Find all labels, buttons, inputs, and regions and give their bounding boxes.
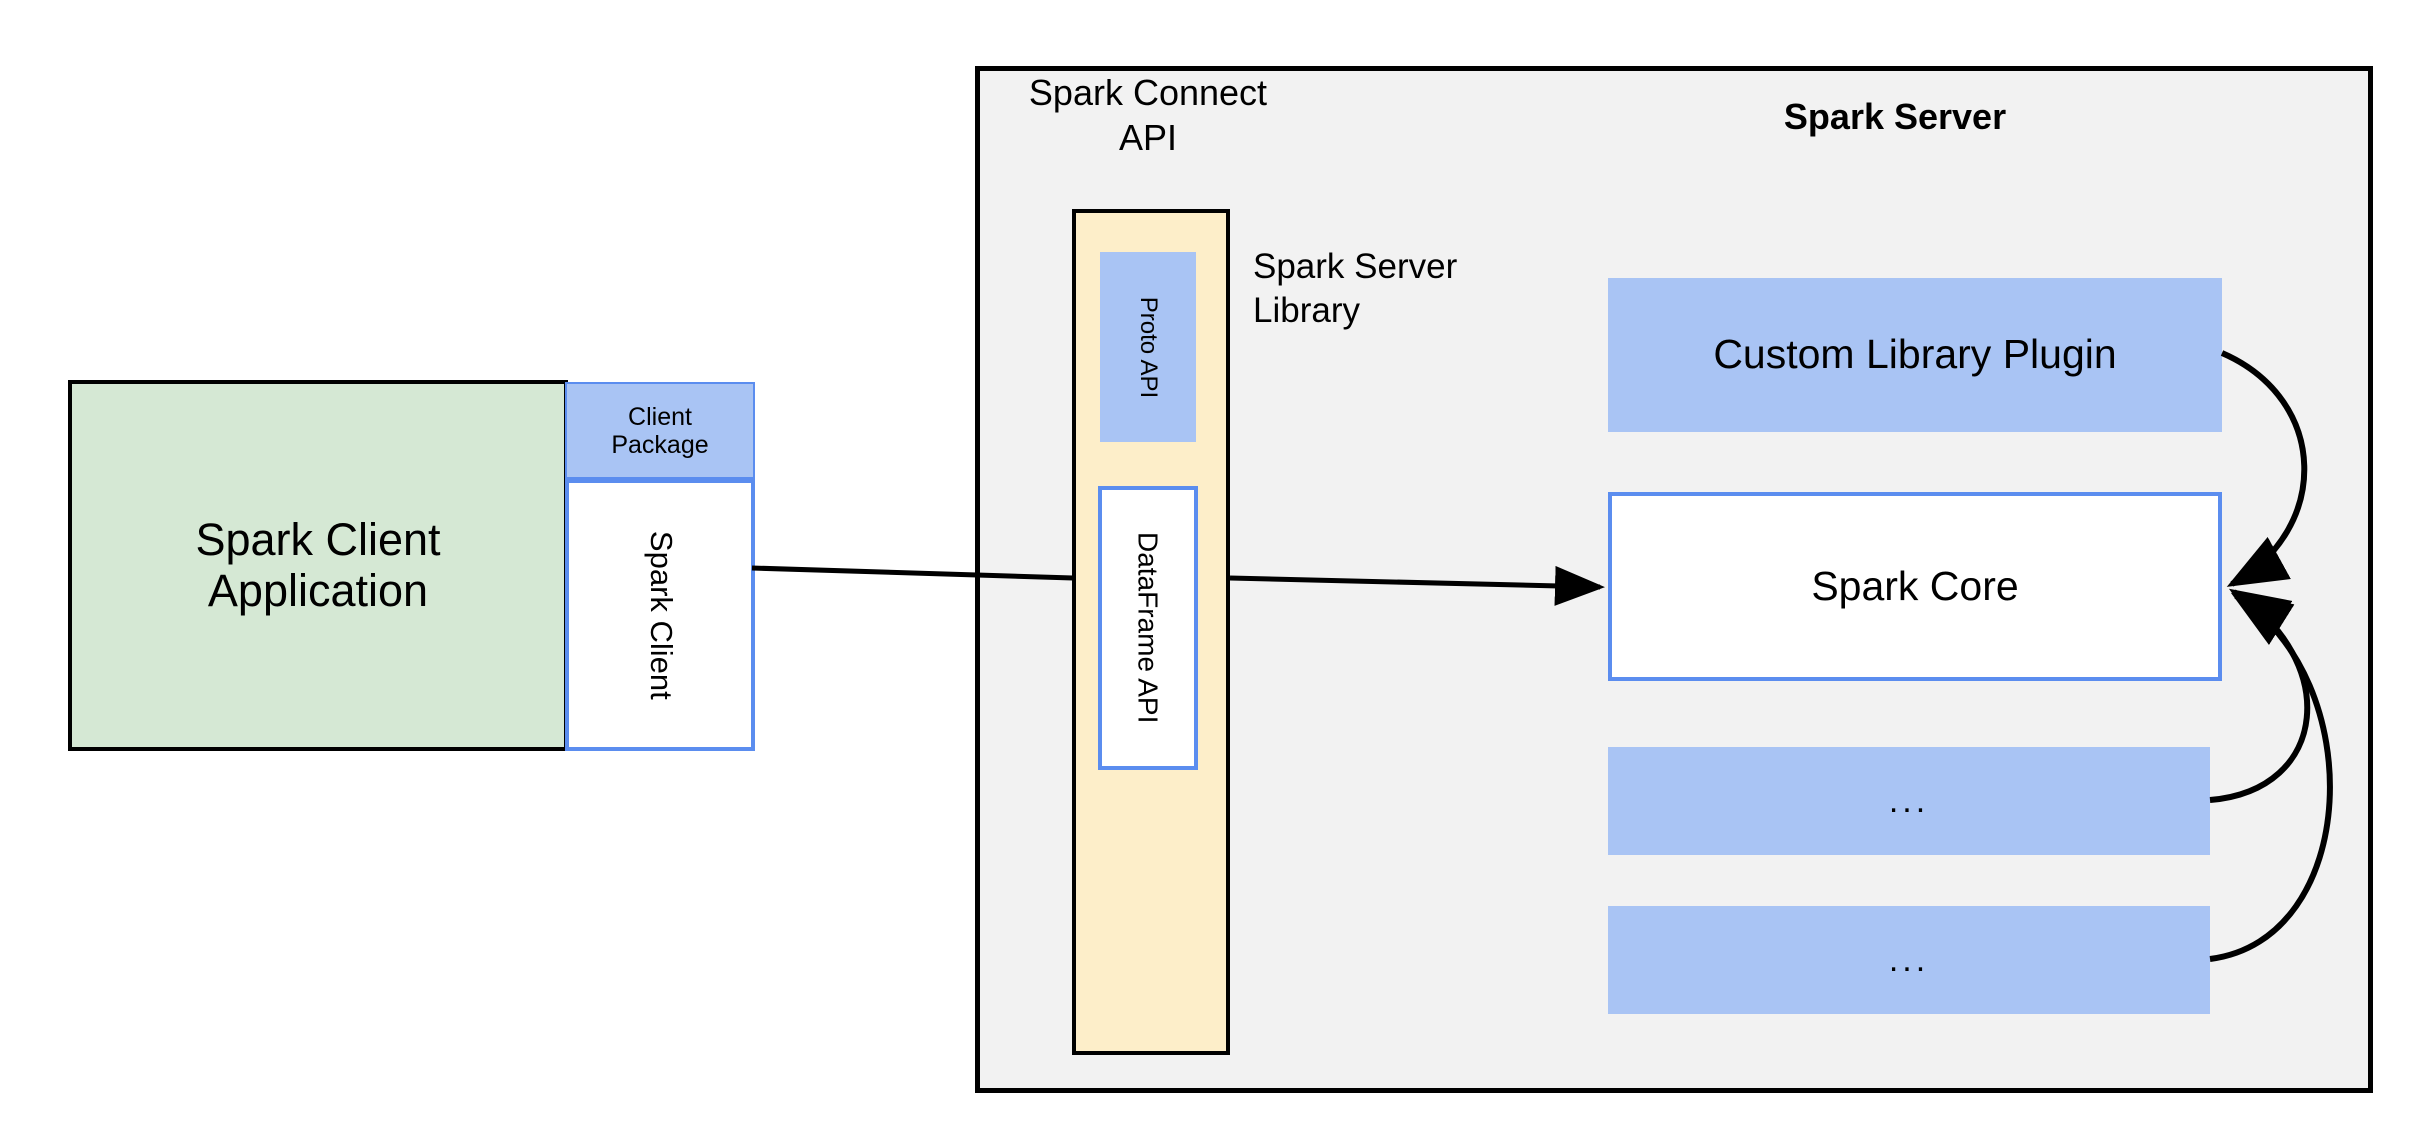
- spark-server-title: Spark Server: [1783, 96, 2007, 137]
- custom-library-plugin-label: Custom Library Plugin: [1713, 331, 2117, 378]
- client-package-label: Client Package: [611, 402, 709, 459]
- spark-client-application-label: Spark Client Application: [195, 514, 441, 616]
- spark-connect-api-title: Spark Connect API: [1028, 72, 1268, 158]
- placeholder-component-label-2: ...: [1888, 940, 1930, 979]
- proto-api-box[interactable]: Proto API: [1100, 252, 1196, 442]
- spark-client-box[interactable]: Spark Client: [565, 479, 755, 751]
- proto-api-label: Proto API: [1135, 296, 1163, 398]
- custom-library-plugin-box[interactable]: Custom Library Plugin: [1608, 278, 2222, 432]
- dataframe-api-label: DataFrame API: [1132, 532, 1164, 724]
- placeholder-component-label-1: ...: [1888, 781, 1930, 820]
- spark-core-label: Spark Core: [1811, 562, 2019, 609]
- spark-client-label: Spark Client: [643, 530, 679, 700]
- dataframe-api-box[interactable]: DataFrame API: [1098, 486, 1198, 770]
- spark-server-library-label: Spark Server Library: [1253, 247, 1458, 330]
- placeholder-component-box-2[interactable]: ...: [1608, 906, 2210, 1014]
- placeholder-component-box-1[interactable]: ...: [1608, 747, 2210, 855]
- spark-client-application-box[interactable]: Spark Client Application: [68, 380, 568, 751]
- client-package-box[interactable]: Client Package: [565, 382, 755, 479]
- spark-core-box[interactable]: Spark Core: [1608, 492, 2222, 681]
